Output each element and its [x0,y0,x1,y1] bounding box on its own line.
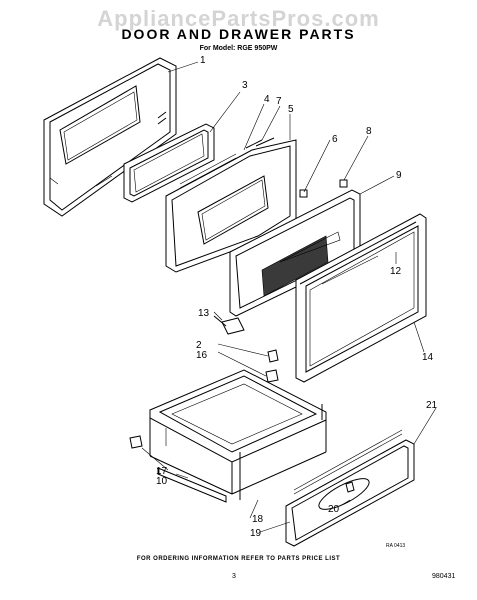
drawer-slide-rail [157,467,227,503]
callout-16: 16 [196,350,208,361]
door-clip-part-6 [299,189,308,198]
callout-18: 18 [252,514,264,525]
callout-2: 2 [196,340,202,351]
callout-12: 12 [390,266,402,277]
ordering-note: FOR ORDERING INFORMATION REFER TO PARTS … [136,556,341,562]
callout-14: 14 [422,352,434,363]
callout-5: 5 [288,104,294,115]
outer-door-panel [43,57,177,217]
callout-21: 21 [426,400,438,411]
leader-lines [141,61,437,533]
watermark: AppliancePartsPros.com [97,6,380,31]
callout-7: 7 [276,96,282,107]
glass-mesh-screen [261,235,329,297]
door-glass-panel [229,189,361,317]
callout-19: 19 [250,528,262,539]
door-clip-part-8 [339,179,348,188]
door-frame-part-14 [295,213,427,383]
callout-17: 17 [156,466,168,477]
callout-10: 10 [156,476,168,487]
callout-4: 4 [264,94,270,105]
hardware-part-2 [267,349,279,363]
callout-6: 6 [332,134,338,145]
callout-20: 20 [328,504,340,515]
callout-8: 8 [366,126,372,137]
drawer-roller [129,435,143,449]
door-hinge [213,315,245,335]
window-gasket [123,123,215,203]
document-code: 980431 [432,573,456,580]
drawer-front-panel [285,429,415,547]
diagram-title: DOOR AND DRAWER PARTS [121,26,356,42]
callout-3: 3 [242,80,248,91]
drawing-reference-code: RA 0413 [386,543,406,549]
callout-1: 1 [200,55,206,66]
model-line: For Model: RGE 950PW [199,45,278,52]
callout-9: 9 [396,170,402,181]
hardware-part-16 [265,369,279,383]
page-number: 3 [232,573,236,580]
drawer-body [149,369,327,500]
callout-13: 13 [198,308,210,319]
callout-labels: 1 2 3 4 5 6 7 8 9 10 12 13 14 16 17 18 1… [156,55,438,539]
